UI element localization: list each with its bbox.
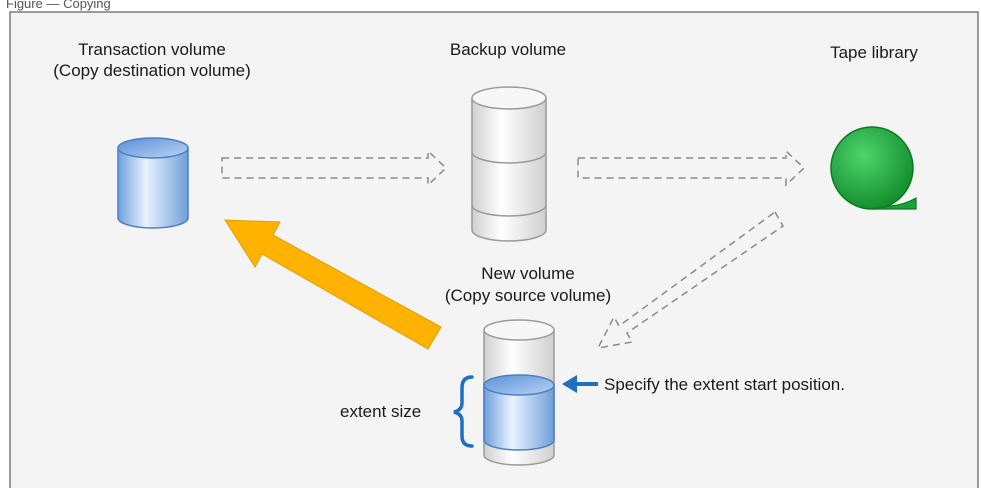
transaction-volume-sublabel: (Copy destination volume): [53, 61, 250, 80]
dashed-arrow-to-tape: [577, 149, 806, 187]
figure-caption: Figure — Copying: [6, 0, 111, 11]
green-tape-reel-icon: [830, 126, 917, 210]
extent-start-label: Specify the extent start position.: [604, 375, 845, 394]
extent-brace-icon: [453, 375, 474, 448]
transaction-volume-label: Transaction volume: [78, 40, 226, 59]
tape-library-label: Tape library: [830, 43, 918, 62]
orange-restore-arrow: [224, 219, 442, 350]
blue-cylinder-icon: [117, 137, 189, 229]
cylinder-with-extent-icon: [483, 319, 555, 466]
backup-volume-label: Backup volume: [450, 40, 566, 59]
new-volume-sublabel: (Copy source volume): [445, 286, 611, 305]
dashed-arrow-to-new-volume: [596, 210, 784, 350]
white-cylinder-icon: [471, 86, 547, 242]
extent-start-pointer-icon: [562, 375, 598, 393]
new-volume-label: New volume: [481, 264, 575, 283]
dashed-arrow-to-backup: [221, 149, 448, 187]
extent-size-label: extent size: [340, 402, 421, 421]
